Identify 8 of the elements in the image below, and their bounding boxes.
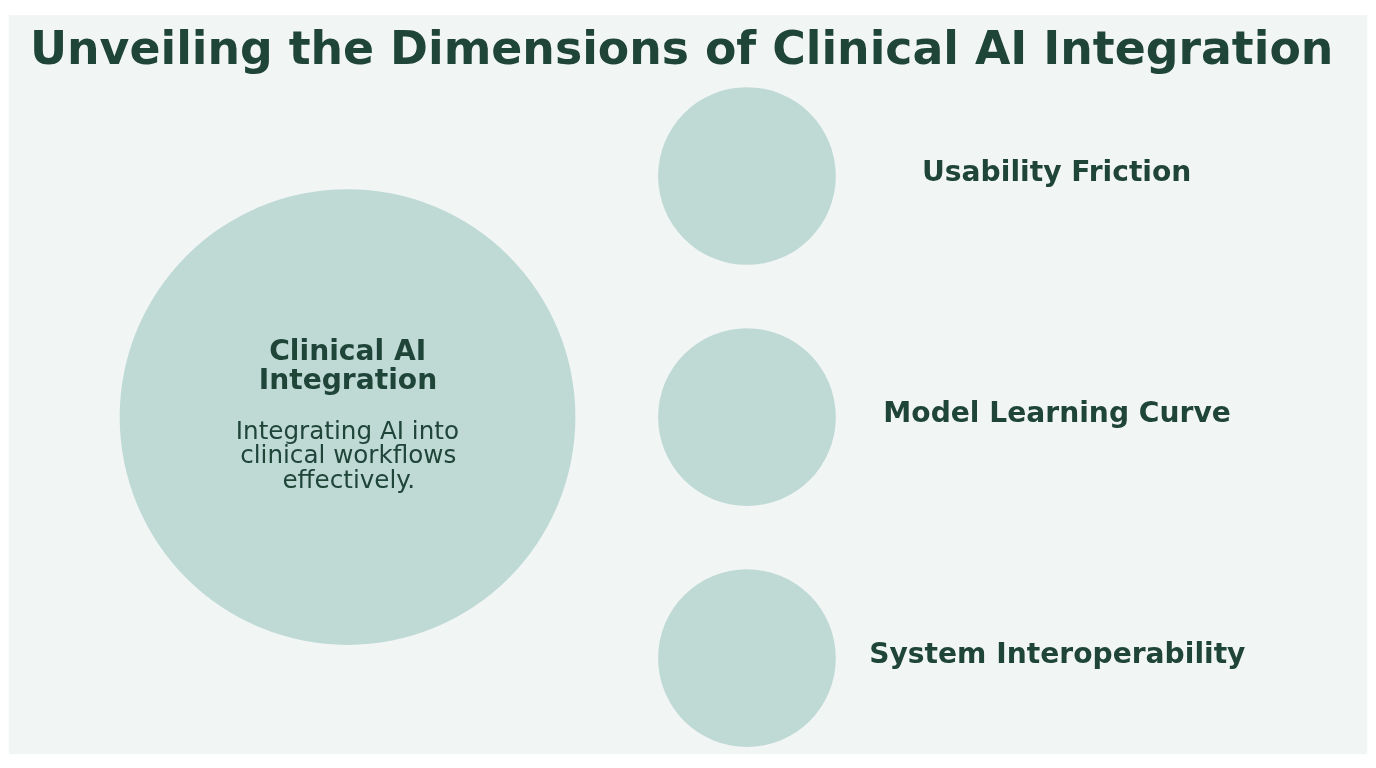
diagram-title: Unveiling the Dimensions of Clinical AI Integration	[29, 21, 1334, 75]
node-label: Model Learning Curve	[883, 395, 1231, 429]
node-label: System Interoperability	[869, 636, 1246, 670]
node-circle	[658, 568, 836, 747]
node-label: Usability Friction	[922, 154, 1192, 188]
node-circle	[658, 86, 836, 265]
node-circle	[658, 327, 836, 506]
node-circle: Clinical AI Integration Integrating AI into clinical workflows effectively.	[119, 188, 576, 645]
